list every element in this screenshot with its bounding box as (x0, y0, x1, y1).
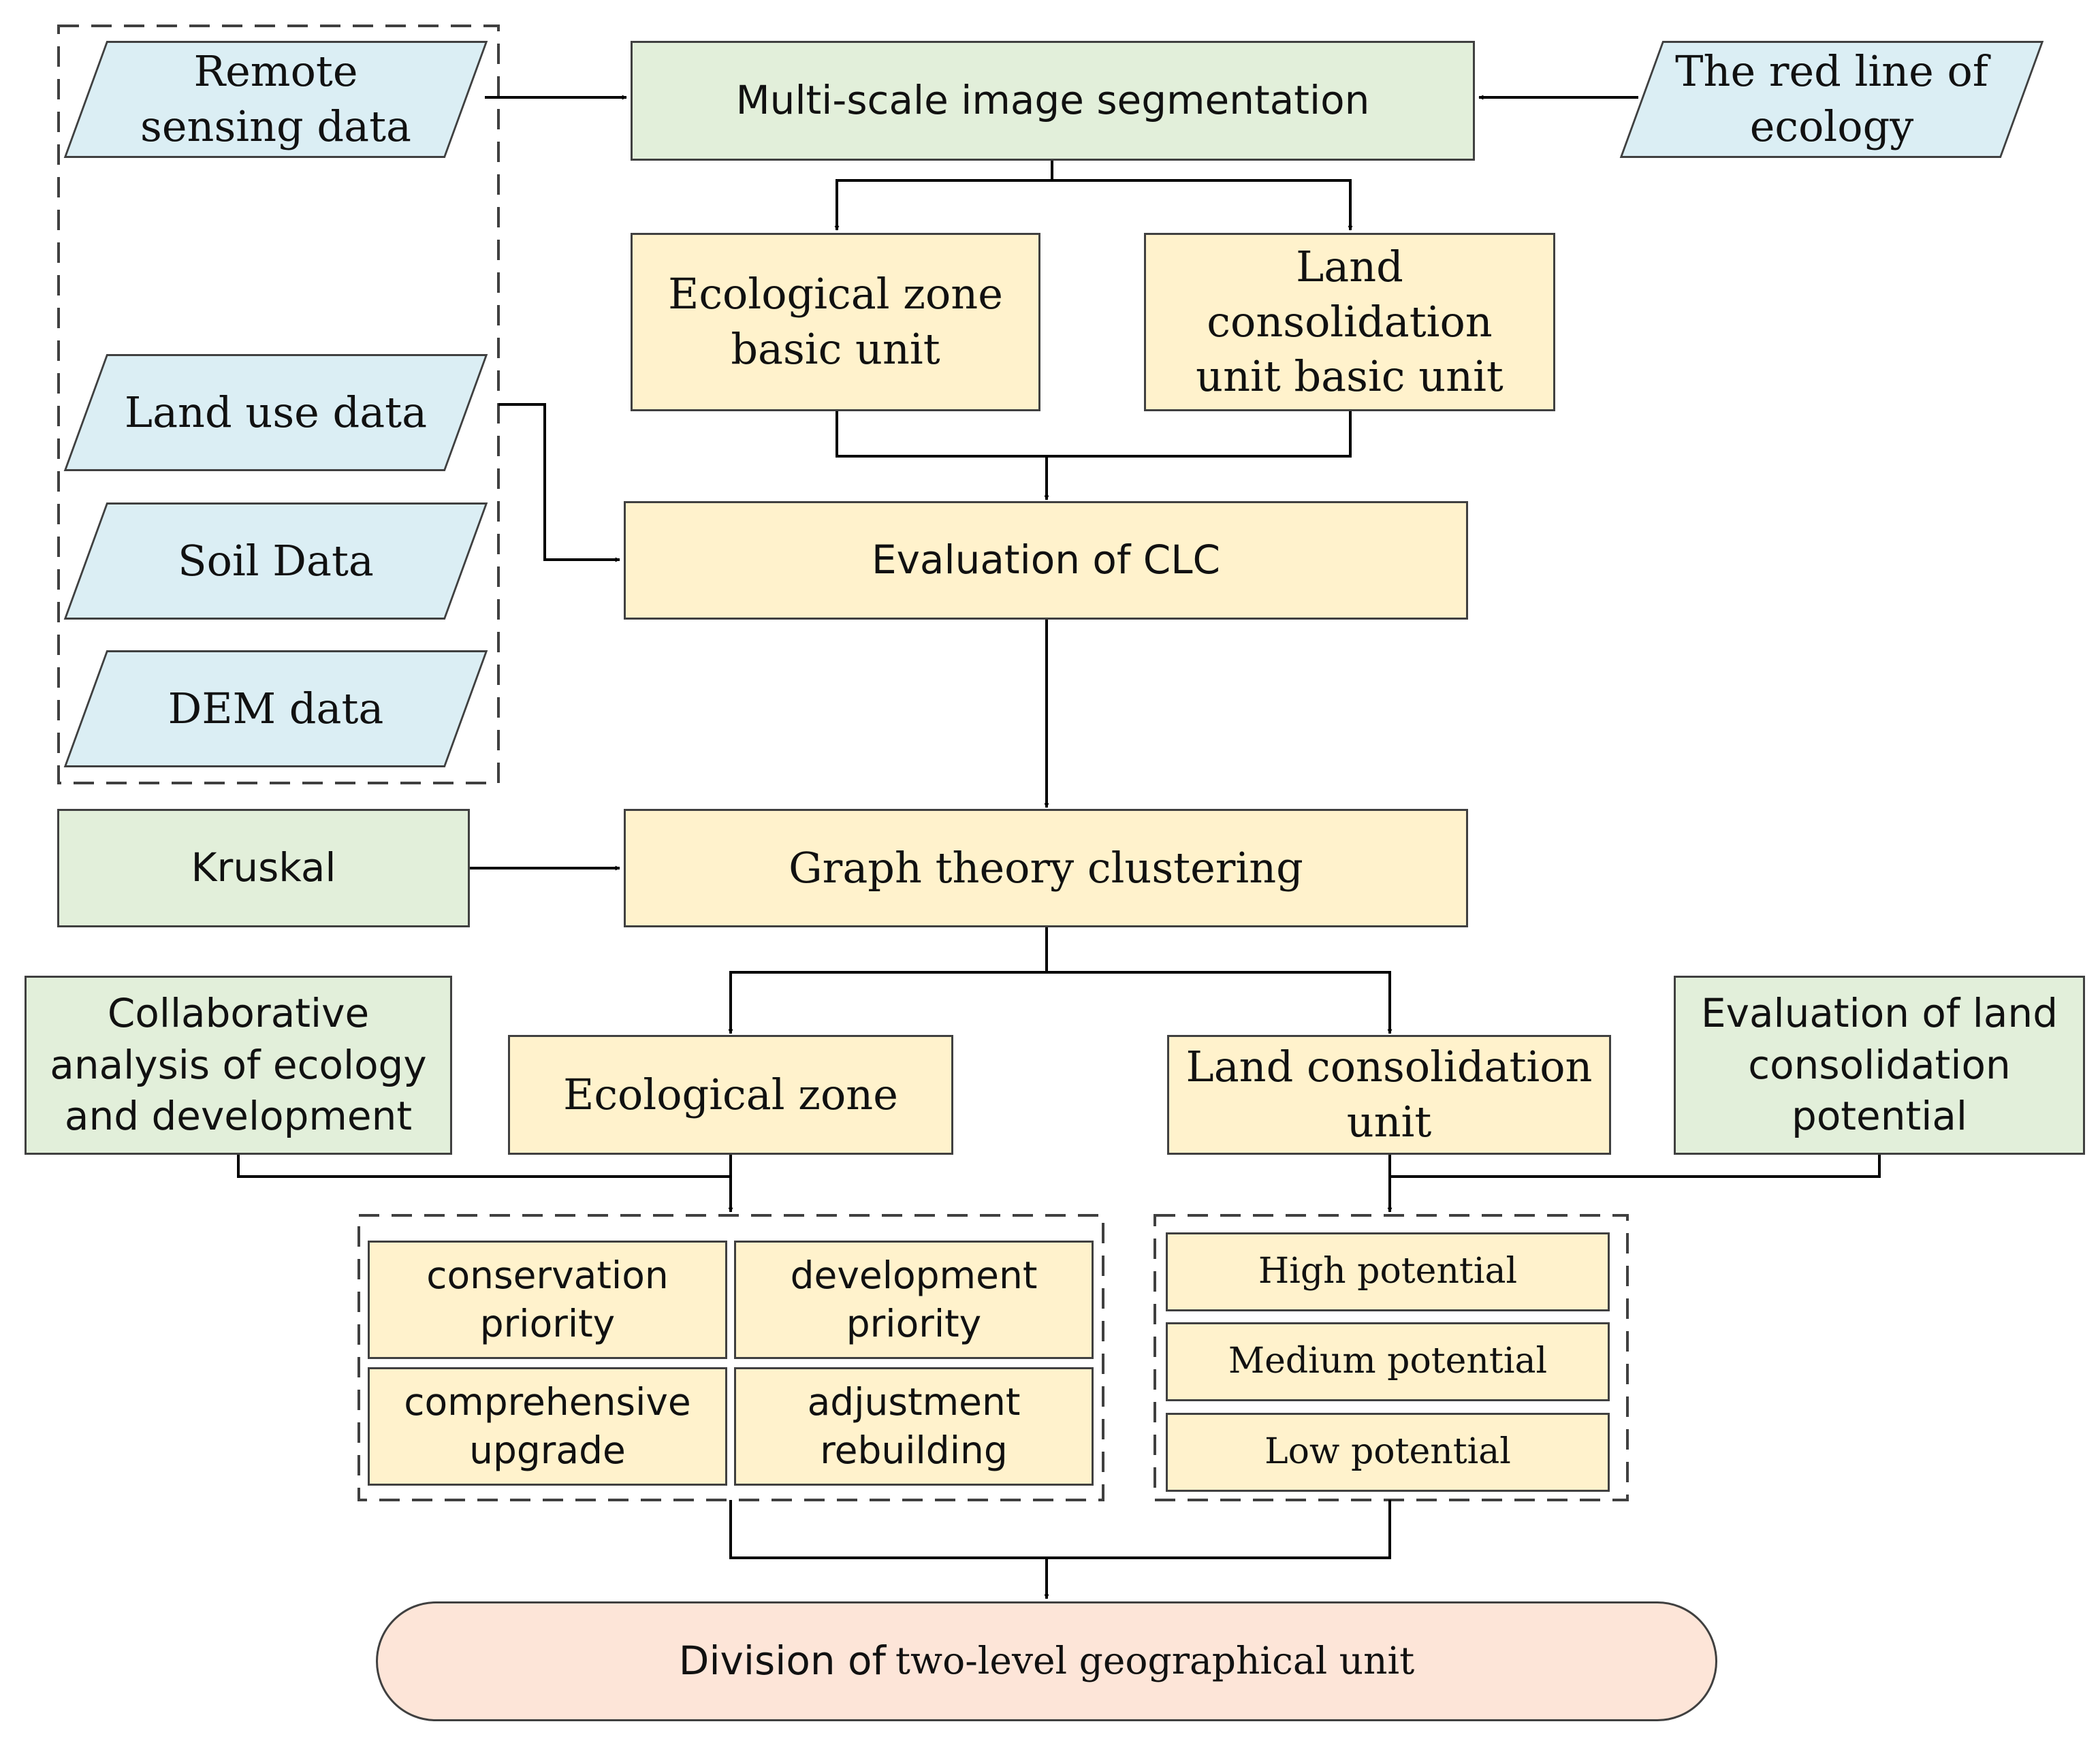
arrow-graph-to-land-unit (1047, 971, 1393, 1034)
input-red-line: The red line of ecology (1619, 41, 2044, 158)
category-conservation-priority: conservation priority (368, 1241, 727, 1359)
method-kruskal: Kruskal (57, 809, 470, 927)
eco-category-group (357, 1214, 1104, 1501)
input-remote-sensing: Remote sensing data (63, 41, 488, 158)
category-comprehensive-upgrade: comprehensive upgrade (368, 1367, 727, 1486)
arrow-landuse-to-clc (498, 403, 620, 562)
process-eco-zone: Ecological zone (508, 1035, 953, 1155)
category-development-priority: development priority (734, 1241, 1094, 1359)
method-collaborative: Collaborative analysis of ecology and de… (25, 976, 452, 1155)
input-land-use: Land use data (63, 354, 488, 471)
arrow-segmentation-to-eco-basic (834, 161, 1053, 231)
category-adjustment-rebuilding: adjustment rebuilding (734, 1367, 1094, 1486)
process-graph-clustering: Graph theory clustering (624, 809, 1468, 927)
method-evaluation-potential: Evaluation of land consolidation potenti… (1674, 976, 2085, 1155)
level-low-potential: Low potential (1166, 1413, 1610, 1492)
level-medium-potential: Medium potential (1166, 1322, 1610, 1401)
arrow-groups-to-result (729, 1500, 1391, 1559)
input-dem: DEM data (63, 650, 488, 767)
arrow-evaluation-to-levels (1387, 1155, 1881, 1213)
arrow-graph-to-eco-zone (728, 927, 1048, 1034)
arrow-segmentation-to-land-basic (1052, 179, 1353, 231)
method-segmentation: Multi-scale image segmentation (631, 41, 1475, 161)
level-high-potential: High potential (1166, 1232, 1610, 1311)
input-soil: Soil Data (63, 502, 488, 620)
arrow-basic-units-to-clc (836, 411, 1352, 458)
process-eco-basic-unit: Ecological zone basic unit (631, 233, 1040, 411)
process-clc-evaluation: Evaluation of CLC (624, 501, 1468, 620)
result-division: Division of two-level geographical unit (376, 1601, 1717, 1721)
arrow-collaborative-to-categories (237, 1155, 733, 1213)
process-land-unit: Land consolidation unit (1167, 1035, 1611, 1155)
process-land-basic-unit: Land consolidation unit basic unit (1144, 233, 1555, 411)
